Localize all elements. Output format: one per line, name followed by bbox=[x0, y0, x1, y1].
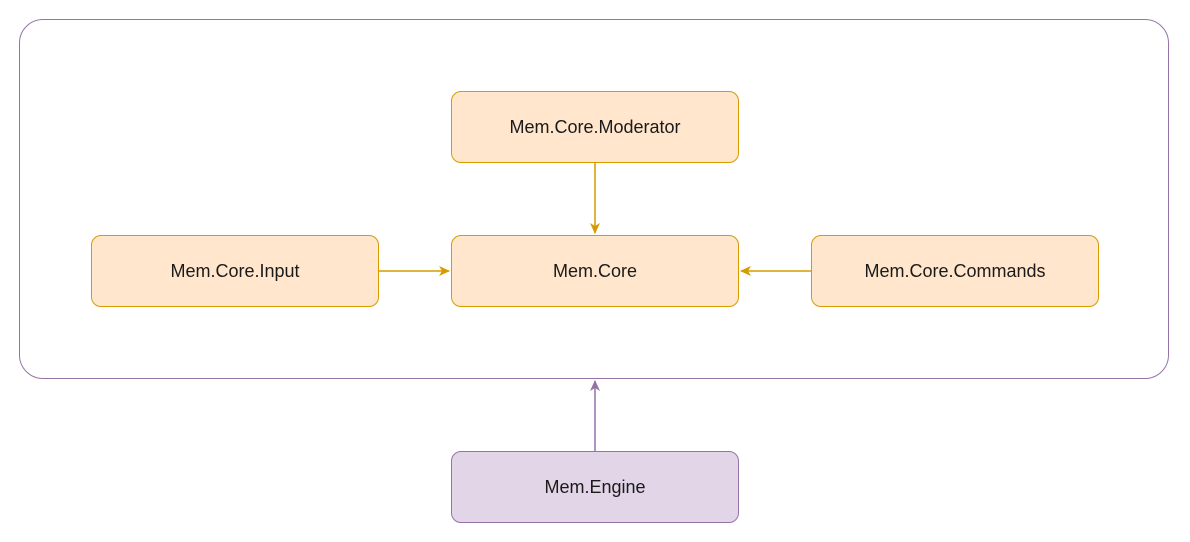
node-label: Mem.Core.Moderator bbox=[509, 116, 681, 137]
node-label: Mem.Core bbox=[552, 260, 637, 281]
node-mem-core-commands[interactable]: Mem.Core.Commands bbox=[811, 235, 1099, 307]
mem-core-group-container bbox=[19, 19, 1169, 379]
node-label: Mem.Core.Commands bbox=[864, 260, 1046, 281]
node-label: Mem.Core.Input bbox=[170, 260, 300, 281]
node-mem-engine[interactable]: Mem.Engine bbox=[451, 451, 739, 523]
node-label: Mem.Engine bbox=[544, 476, 646, 497]
node-mem-core[interactable]: Mem.Core bbox=[451, 235, 739, 307]
node-mem-core-input[interactable]: Mem.Core.Input bbox=[91, 235, 379, 307]
node-mem-core-moderator[interactable]: Mem.Core.Moderator bbox=[451, 91, 739, 163]
